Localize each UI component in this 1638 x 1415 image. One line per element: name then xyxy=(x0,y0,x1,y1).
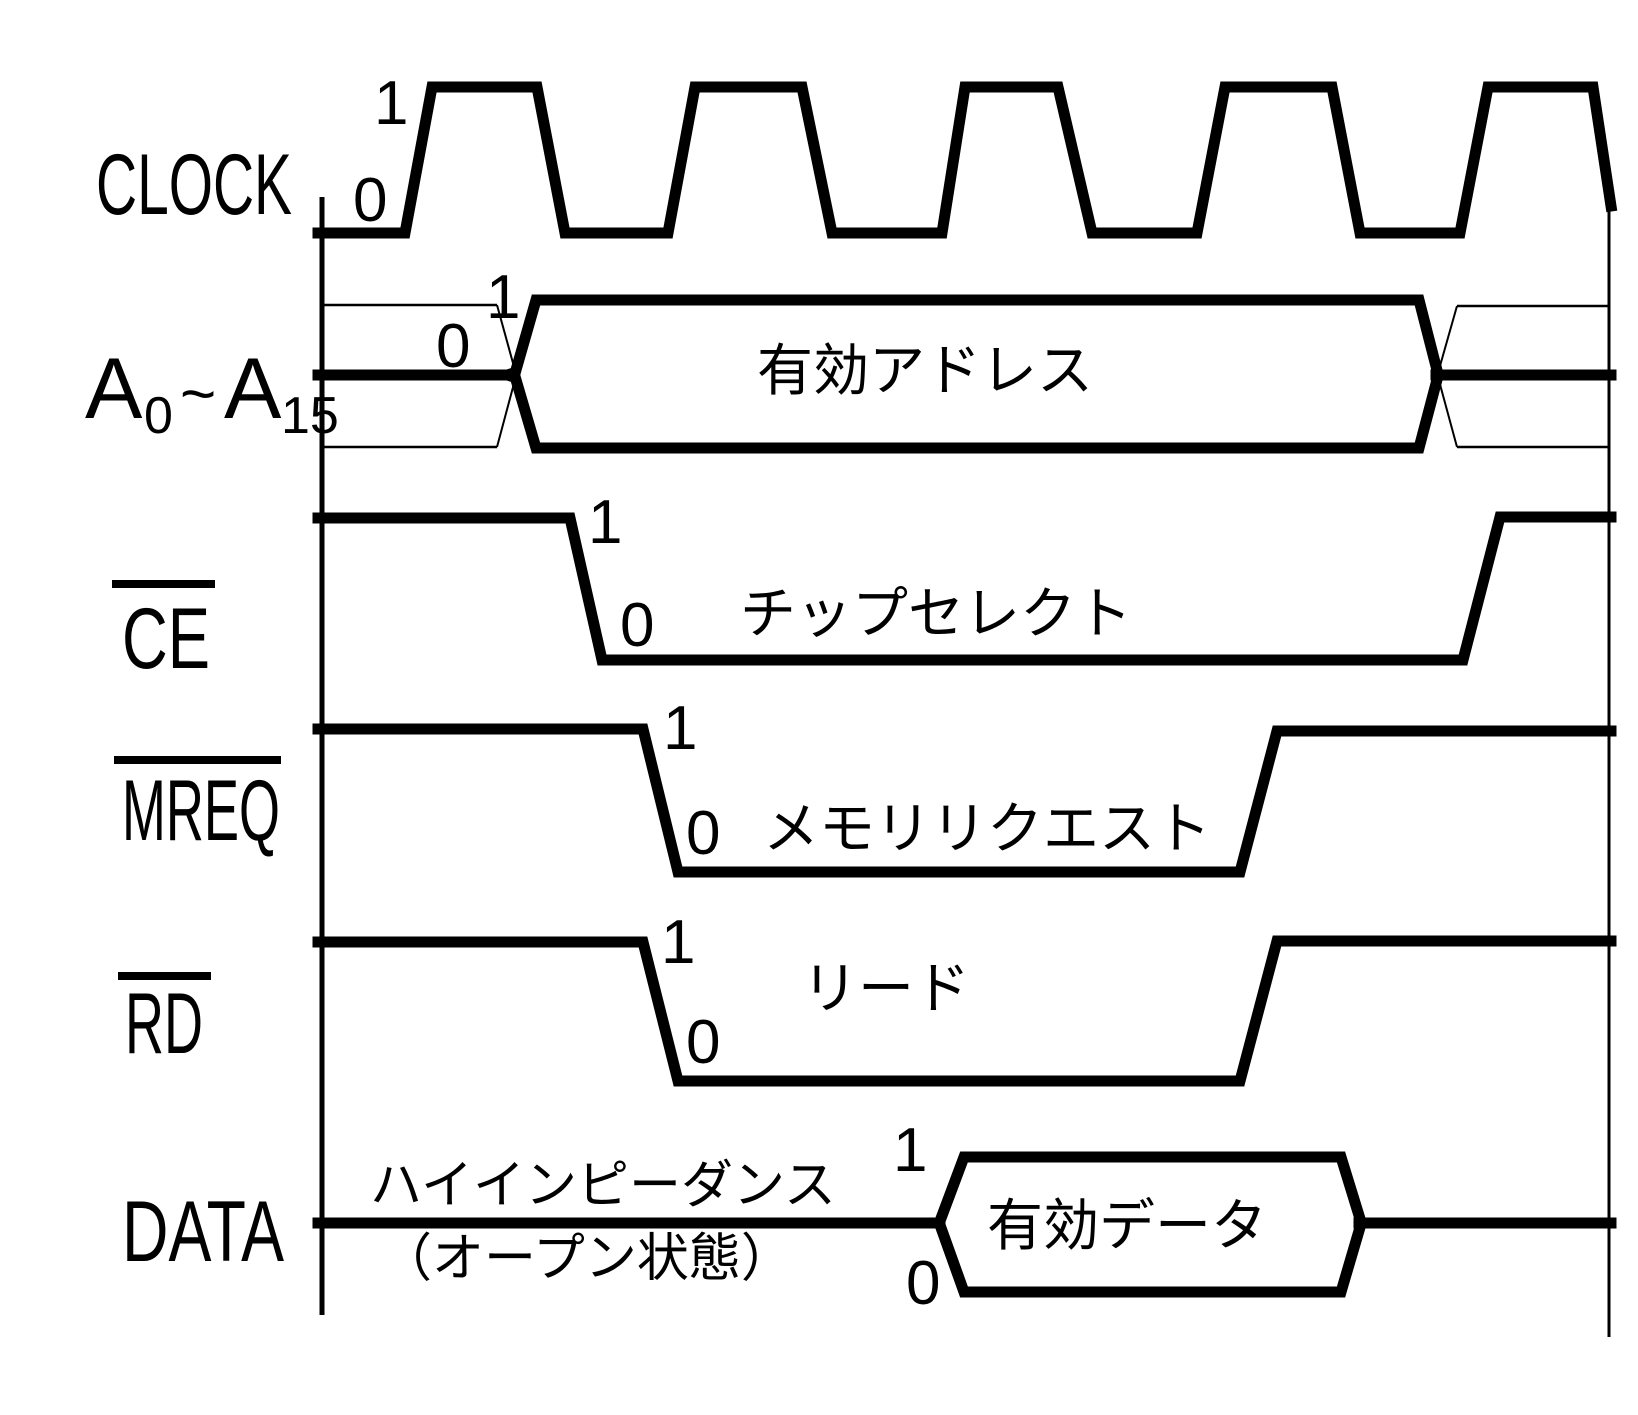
data-valid-hexagon-top xyxy=(932,1151,1368,1229)
level-label-ce-low: 0 xyxy=(620,591,654,660)
rd-annotation: リード xyxy=(802,957,970,1020)
level-label-ce-high: 1 xyxy=(588,488,622,557)
level-label-address-high: 1 xyxy=(486,263,520,332)
level-label-mreq-low: 0 xyxy=(686,799,720,868)
rd-waveform xyxy=(312,935,1617,1087)
address-valid-hexagon-bottom xyxy=(507,366,1445,454)
clock-waveform xyxy=(312,81,1618,239)
level-label-mreq-high: 1 xyxy=(663,694,697,763)
signal-label-ce: CE xyxy=(122,591,210,687)
ce-waveform xyxy=(312,511,1617,666)
level-label-clock-low: 0 xyxy=(353,166,387,235)
mreq-waveform xyxy=(312,723,1617,878)
mreq-annotation: メモリリクエスト xyxy=(763,797,1211,860)
level-label-rd-high: 1 xyxy=(661,908,695,977)
signal-label-data: DATA xyxy=(122,1184,284,1280)
data-valid-annotation: 有効データ xyxy=(987,1194,1267,1257)
address-rail-diverge-top-right xyxy=(1437,305,1458,374)
signal-label-address-bus: A 0 ~ A 15 xyxy=(85,341,339,445)
level-label-data-low: 0 xyxy=(906,1249,940,1318)
signal-label-rd: RD xyxy=(125,976,203,1072)
address-valid-annotation: 有効アドレス xyxy=(757,339,1093,402)
address-valid-hexagon-top xyxy=(507,294,1445,384)
data-highz-annotation-line1: ハイインピーダンス xyxy=(370,1157,836,1215)
signal-label-clock: CLOCK xyxy=(96,137,292,233)
data-valid-hexagon-bottom xyxy=(932,1217,1368,1298)
level-label-data-high: 1 xyxy=(893,1116,927,1185)
level-label-clock-high: 1 xyxy=(374,69,408,138)
level-label-rd-low: 0 xyxy=(686,1008,720,1077)
ce-annotation: チップセレクト xyxy=(740,582,1132,645)
address-rail-diverge-bottom-right xyxy=(1437,376,1458,448)
signal-label-mreq: MREQ xyxy=(122,763,280,859)
data-highz-annotation-line2: （オープン状態） xyxy=(380,1230,793,1288)
